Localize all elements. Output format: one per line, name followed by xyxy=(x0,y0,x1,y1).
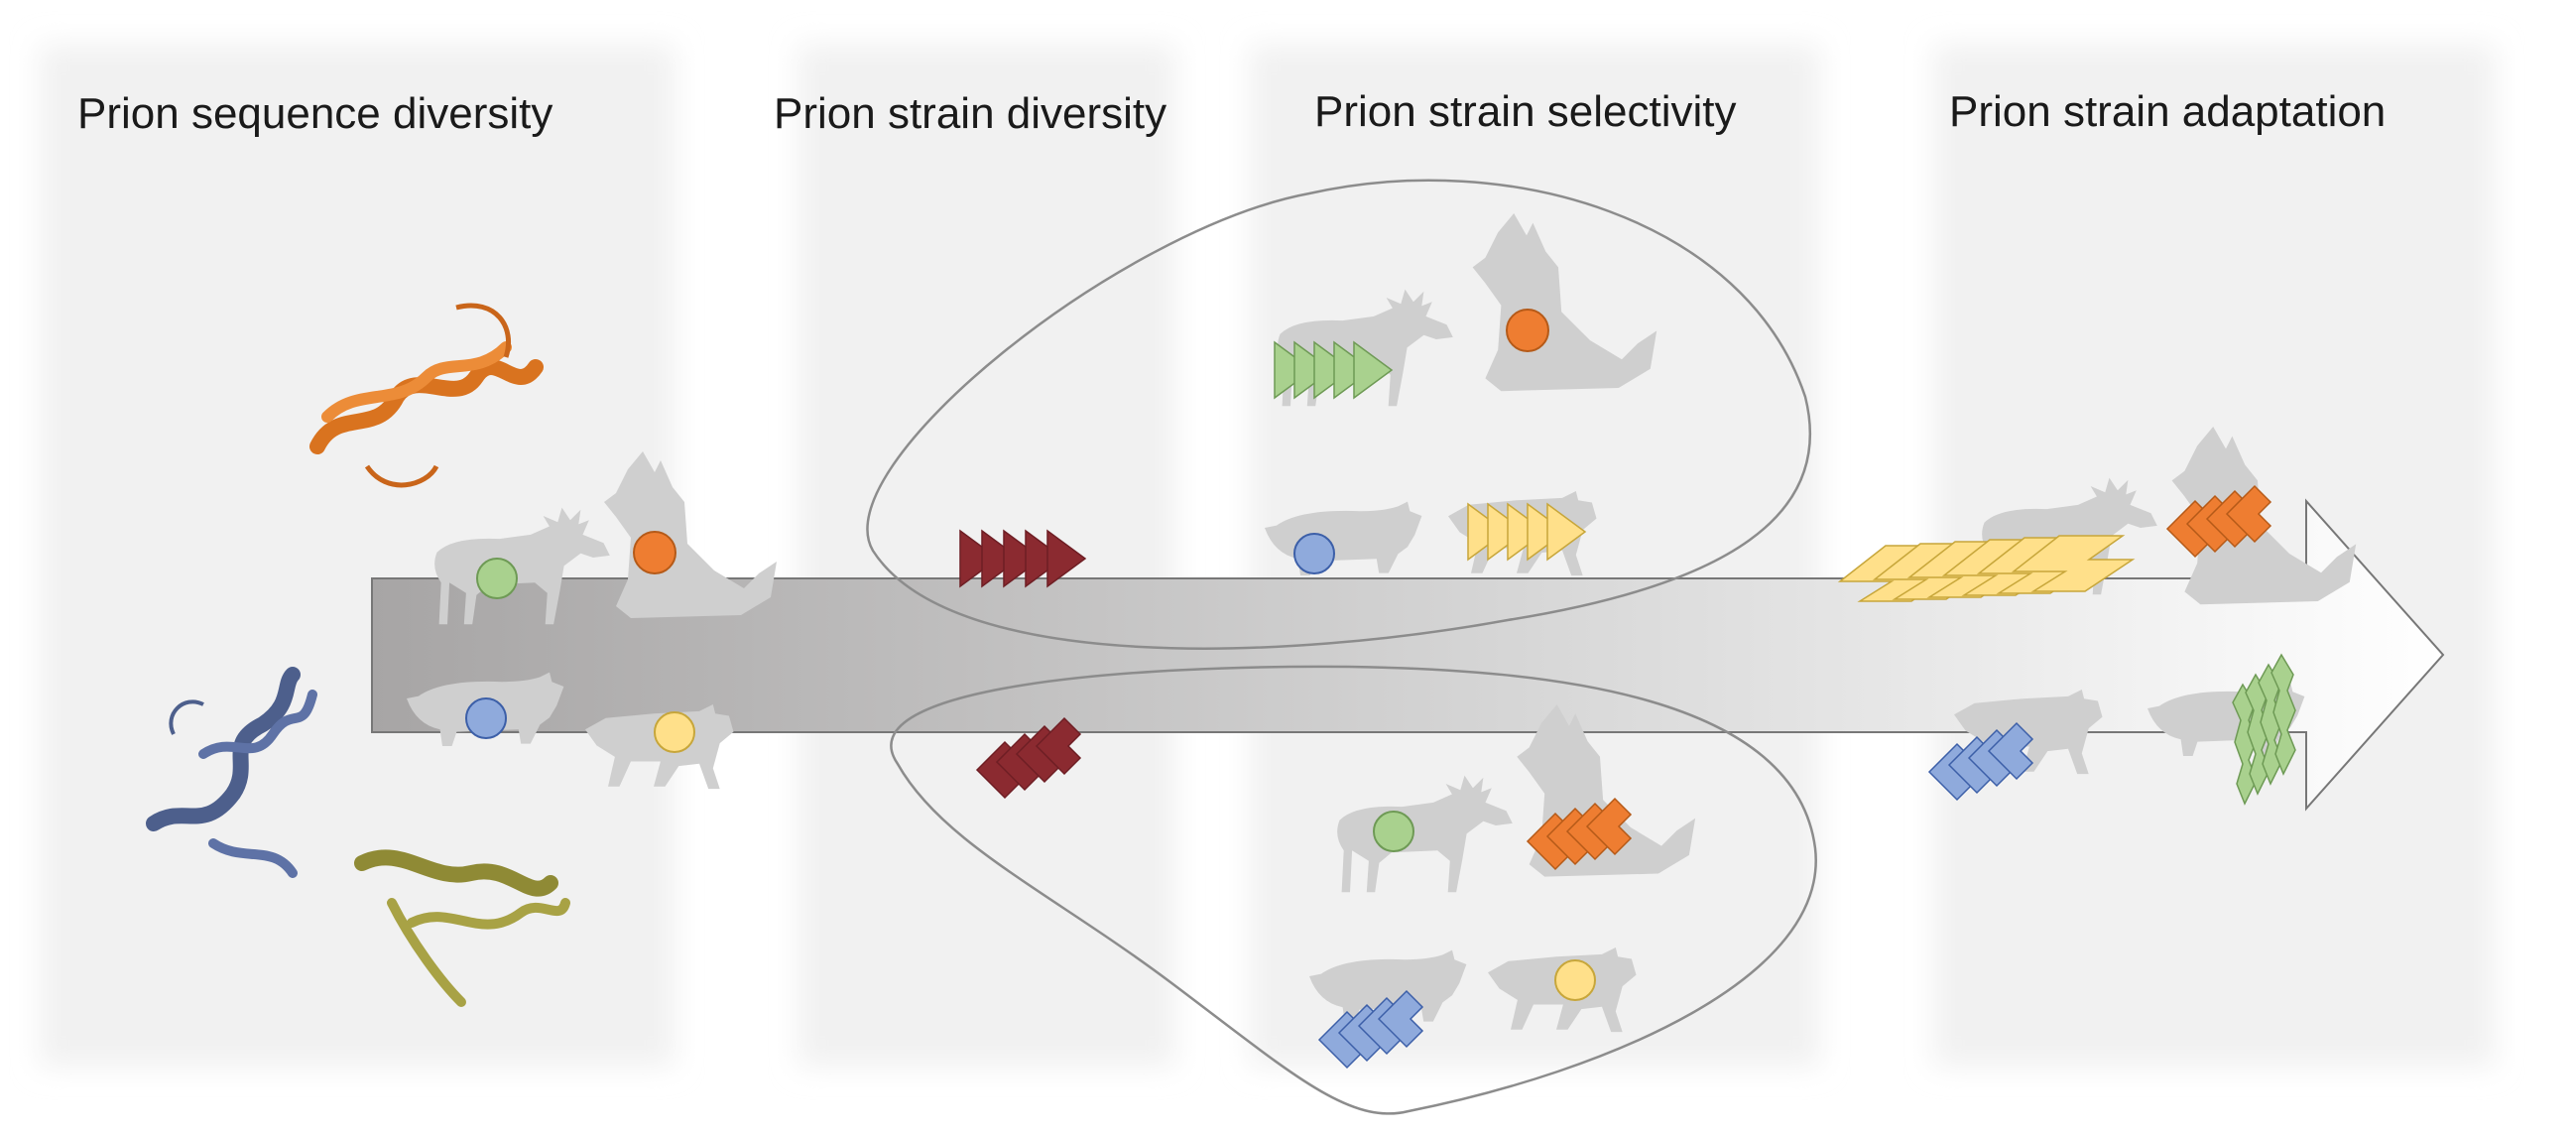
pig-prion-marker xyxy=(1293,533,1335,574)
prion-protein-structure-icon xyxy=(354,849,570,1007)
panel-sequence xyxy=(40,45,675,1067)
heading-strain-selectivity: Prion strain selectivity xyxy=(1314,87,1737,136)
heading-sequence-diversity: Prion sequence diversity xyxy=(77,89,553,138)
selectivity-upper-animals xyxy=(1265,213,1657,576)
panel-backgrounds xyxy=(40,45,2495,1067)
heading-strain-diversity: Prion strain diversity xyxy=(774,89,1167,138)
cougar-prion-marker xyxy=(654,711,695,753)
prion-protein-structure-icon xyxy=(309,303,544,488)
pig-prion-marker xyxy=(465,697,507,739)
selectivity-loop-upper xyxy=(866,179,1811,650)
wolf-prion-marker xyxy=(1506,309,1549,352)
heading-strain-adaptation: Prion strain adaptation xyxy=(1949,87,2387,136)
wolf-prion-marker xyxy=(633,531,676,574)
wolf-icon xyxy=(604,451,777,618)
moose-prion-marker xyxy=(476,558,518,599)
sequence-animals xyxy=(407,451,777,790)
selectivity-loop-lower xyxy=(890,665,1817,1115)
moose-prion-marker xyxy=(1373,811,1414,852)
prion-protein-structure-icon xyxy=(146,667,317,878)
selectivity-lower-animals xyxy=(1309,704,1696,1069)
cougar-prion-marker xyxy=(1554,959,1596,1001)
